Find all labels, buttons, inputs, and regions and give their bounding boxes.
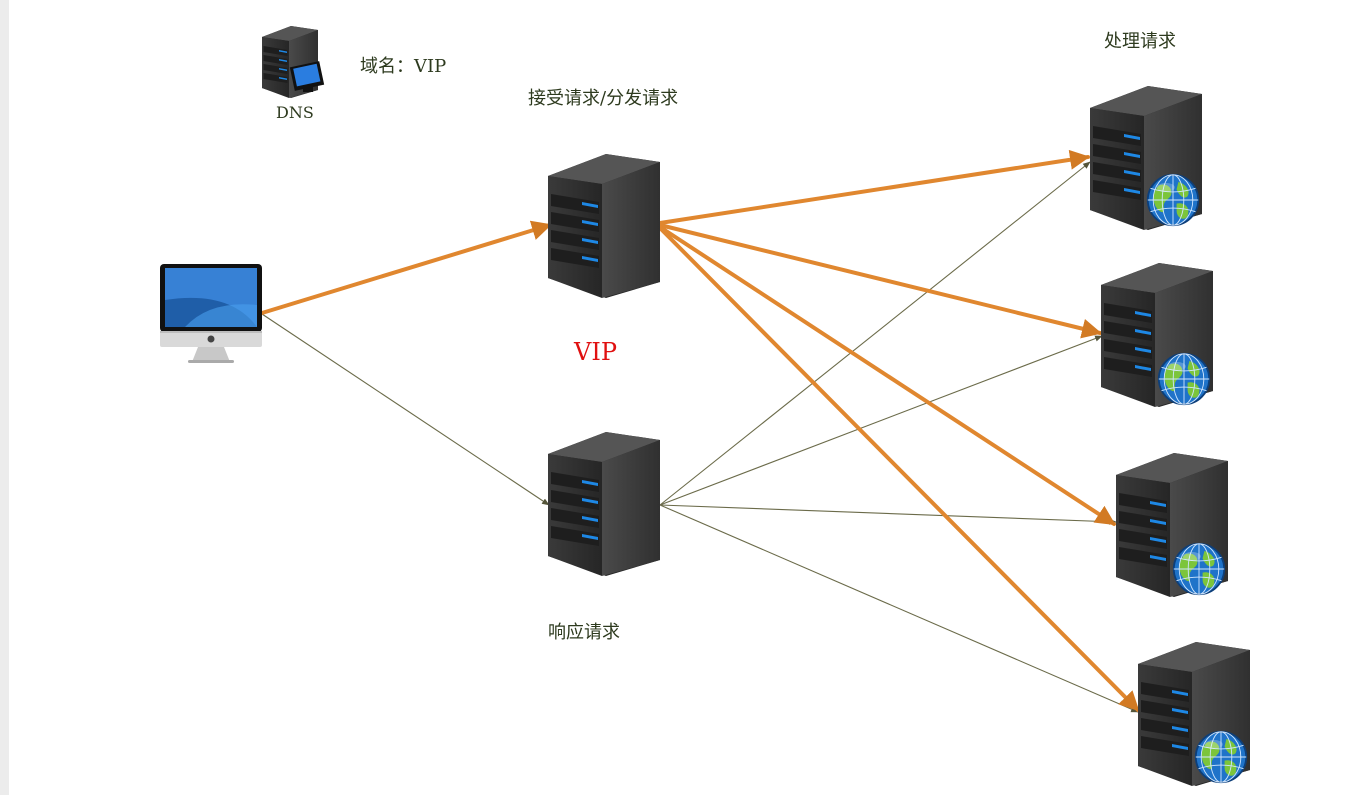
arrow-responder-to-backend-1 [659,161,1091,506]
response-arrows [261,161,1139,713]
backend-server-2 [1101,263,1213,407]
arrow-responder-to-backend-4 [659,504,1139,713]
web-globe-icon [1194,730,1248,784]
backend-server-4 [1138,642,1250,786]
arrow-lb-to-backend-4 [658,226,1140,712]
arrow-lb-to-backend-1 [658,149,1090,225]
imac-computer-icon [160,264,262,363]
arrow-responder-to-backend-2 [659,335,1103,506]
web-globe-icon [1172,542,1226,596]
vip-label: VIP [574,338,617,366]
web-globe-icon [1146,173,1200,227]
receive-dispatch-label: 接受请求/分发请求 [528,88,679,109]
respond-label: 响应请求 [548,622,620,643]
response-server-icon [548,432,660,576]
dns-name-label: DNS [276,103,314,122]
dispatch-arrows [260,149,1140,712]
arrow-lb-to-backend-2 [658,223,1102,339]
load-balancer-server-icon [548,154,660,298]
arrow-responder-to-backend-3 [659,504,1117,525]
arrow-client-to-responder [261,313,550,506]
backend-server-1 [1090,86,1202,230]
backend-server-3 [1116,453,1228,597]
left-margin-strip [0,0,9,795]
dns-server-icon [262,26,325,98]
dns-domain-label: 域名：VIP [360,56,447,77]
arrow-lb-to-backend-3 [658,225,1116,526]
arrow-client-to-lb [260,220,552,315]
process-label: 处理请求 [1104,31,1176,52]
web-globe-icon [1157,352,1211,406]
